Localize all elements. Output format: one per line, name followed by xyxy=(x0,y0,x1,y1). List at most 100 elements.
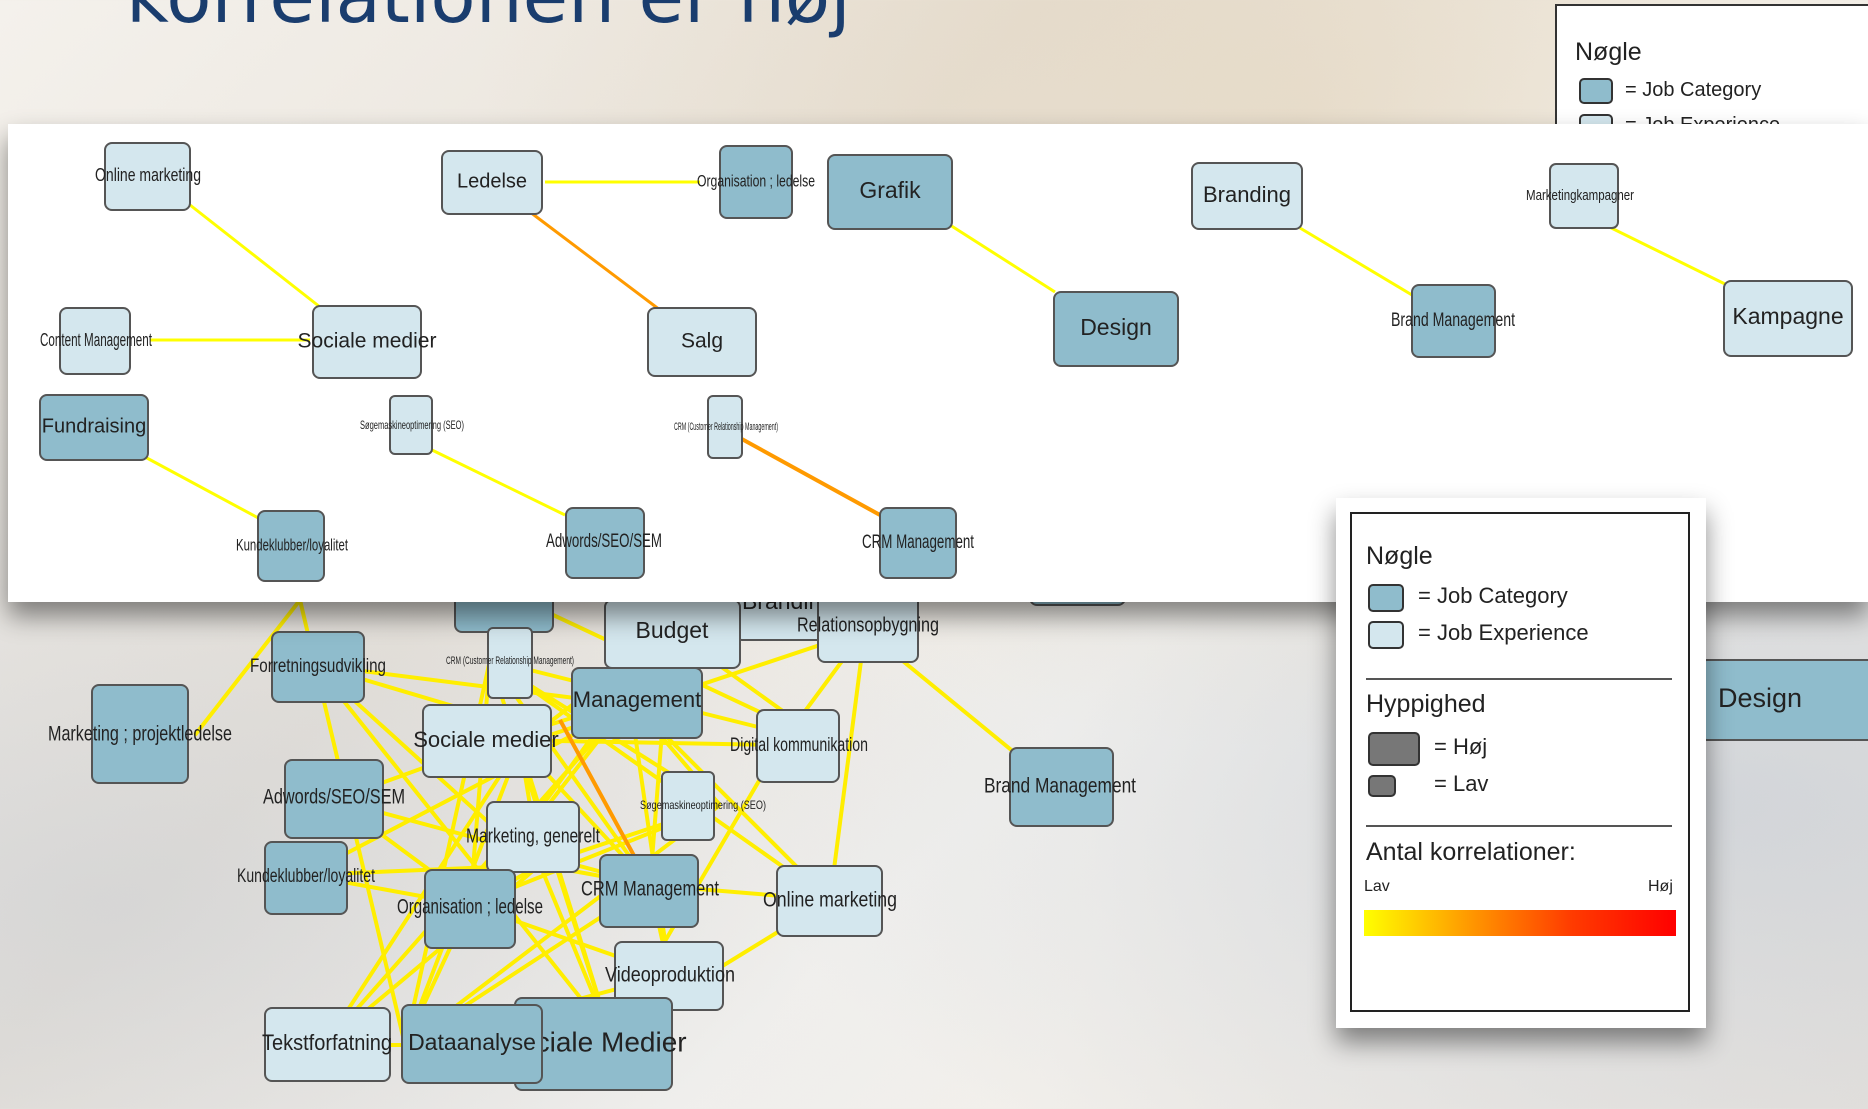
node-crm-management xyxy=(879,507,957,579)
back-node-crm-mgmt xyxy=(599,854,699,928)
back-node-label: Tekstforfatning xyxy=(262,1030,392,1055)
node-label: Design xyxy=(1080,314,1152,340)
node-kundeklubber xyxy=(257,510,325,582)
back-node-crm-customer xyxy=(487,627,533,699)
back-node-label: Søgemaskineoptimering (SEO) xyxy=(640,798,766,812)
back-node-label: Sociale medier xyxy=(413,727,559,752)
back-node-data xyxy=(401,1004,543,1084)
node-label: CRM (Customer Relationship Management) xyxy=(674,421,778,433)
back-node-label: Design xyxy=(1718,683,1802,713)
node-design xyxy=(1053,291,1179,367)
node-label: Kampagne xyxy=(1732,303,1843,329)
edge-online-sociale xyxy=(189,203,321,309)
back-node-adwords xyxy=(284,759,384,839)
legend-high-label: = Høj xyxy=(1434,734,1488,759)
back-node-label: Dataanalyse xyxy=(408,1029,536,1055)
node-crm-customer xyxy=(707,395,743,459)
legend-correlations-title: Antal korrelationer: xyxy=(1366,838,1576,866)
back-node-sociale xyxy=(422,704,552,778)
legend-color-gradient xyxy=(1364,910,1676,936)
legend-experience-swatch xyxy=(1368,621,1404,649)
node-label: Organisation ; ledelse xyxy=(697,171,815,190)
legend-category-label: = Job Category xyxy=(1418,583,1568,608)
back-node-marketing-projekt xyxy=(91,684,189,784)
edge-seo-adwords xyxy=(431,448,566,517)
edge-branding-brand xyxy=(1299,226,1413,297)
node-label: Sociale medier xyxy=(298,330,437,353)
node-label: Salg xyxy=(681,330,723,353)
legend-experience-label: = Job Experience xyxy=(1418,620,1589,645)
back-node-digital xyxy=(756,709,840,783)
back-node-label: Budget xyxy=(636,617,710,643)
node-label: Brand Management xyxy=(1391,310,1516,331)
node-branding xyxy=(1191,162,1303,230)
back-node-label: Forretningsudvikling xyxy=(250,656,386,677)
back-node-label: Marketing, generelt xyxy=(466,825,600,847)
edge-grafik-design xyxy=(949,223,1056,294)
node-label: Grafik xyxy=(859,177,921,203)
back-node-label: Relationsopbygning xyxy=(797,614,939,636)
node-fundraising xyxy=(39,394,149,461)
top-network-edges xyxy=(144,180,1728,522)
node-kampagne xyxy=(1723,280,1853,357)
node-label: Content Management xyxy=(40,330,152,350)
legend-separator xyxy=(1366,678,1672,680)
legend-title: Nøgle xyxy=(1366,542,1433,570)
node-adwords xyxy=(565,507,645,579)
node-label: Ledelse xyxy=(457,170,527,192)
node-label: Fundraising xyxy=(42,415,147,437)
node-ledelse xyxy=(441,150,543,215)
back-node-label: Online marketing xyxy=(763,889,897,912)
slide-title: korrelationen er høj xyxy=(126,0,851,40)
node-grafik xyxy=(827,154,953,230)
back-node-brand-mgmt xyxy=(1009,747,1114,827)
edge-ledelse-salg xyxy=(529,210,661,312)
node-label: Online marketing xyxy=(95,165,201,185)
edge-fundraising-kunde xyxy=(144,455,263,522)
node-label: Adwords/SEO/SEM xyxy=(546,531,662,552)
legend-frequency-title: Hyppighed xyxy=(1366,690,1486,718)
back-legend-category-swatch xyxy=(1579,78,1613,104)
top-network-graph: Online marketing Ledelse Organisation ; … xyxy=(39,142,1853,582)
node-organisation xyxy=(719,145,793,219)
node-label: Søgemaskineoptimering (SEO) xyxy=(360,418,464,432)
node-seo xyxy=(389,395,433,455)
back-node-label: Management xyxy=(573,687,701,712)
node-label: Marketingkampagner xyxy=(1526,187,1634,204)
edge-crm xyxy=(739,436,881,517)
node-brand-management xyxy=(1411,284,1496,358)
back-node-label: Adwords/SEO/SEM xyxy=(263,786,405,809)
legend-scale-low: Lav xyxy=(1364,878,1390,895)
back-node-label: Digital kommunikation xyxy=(730,735,868,756)
back-node-label: Marketing ; projektledelse xyxy=(48,723,232,746)
legend-panel: Nøgle = Job Category = Job Experience Hy… xyxy=(1336,498,1706,1028)
legend-low-label: = Lav xyxy=(1434,771,1489,796)
node-sociale-medier xyxy=(312,305,422,379)
legend-low-swatch xyxy=(1368,775,1396,797)
legend-high-swatch xyxy=(1368,732,1420,766)
top-network-nodes: Online marketing Ledelse Organisation ; … xyxy=(39,142,1853,582)
back-node-marketing-gen xyxy=(486,801,580,873)
node-label: Kundeklubber/loyalitet xyxy=(236,535,348,554)
node-label: Branding xyxy=(1203,182,1291,207)
back-node-label: Organisation ; ledelse xyxy=(397,896,543,919)
back-legend-title: Nøgle xyxy=(1575,38,1642,66)
back-node-label: Videoproduktion xyxy=(605,964,735,987)
back-node-label: Kundeklubber/loyalitet xyxy=(237,866,376,887)
node-marketingkampagner xyxy=(1549,163,1619,229)
back-node-tekst xyxy=(264,1007,391,1082)
legend-scale-high: Høj xyxy=(1648,878,1673,895)
back-node-label: Brand Management xyxy=(984,775,1136,798)
node-content-management xyxy=(59,307,131,375)
back-node-kunde xyxy=(264,841,348,915)
node-label: CRM Management xyxy=(862,532,975,553)
legend-separator xyxy=(1366,825,1672,827)
back-node-seo xyxy=(661,771,715,841)
legend-category-swatch xyxy=(1368,584,1404,612)
back-node-online xyxy=(776,865,883,937)
node-online-marketing xyxy=(104,142,191,211)
back-node-label: CRM (Customer Relationship Management) xyxy=(446,655,574,667)
back-node-management-main xyxy=(571,667,703,739)
back-node-label: CRM Management xyxy=(581,878,719,901)
back-node-org xyxy=(424,869,516,949)
